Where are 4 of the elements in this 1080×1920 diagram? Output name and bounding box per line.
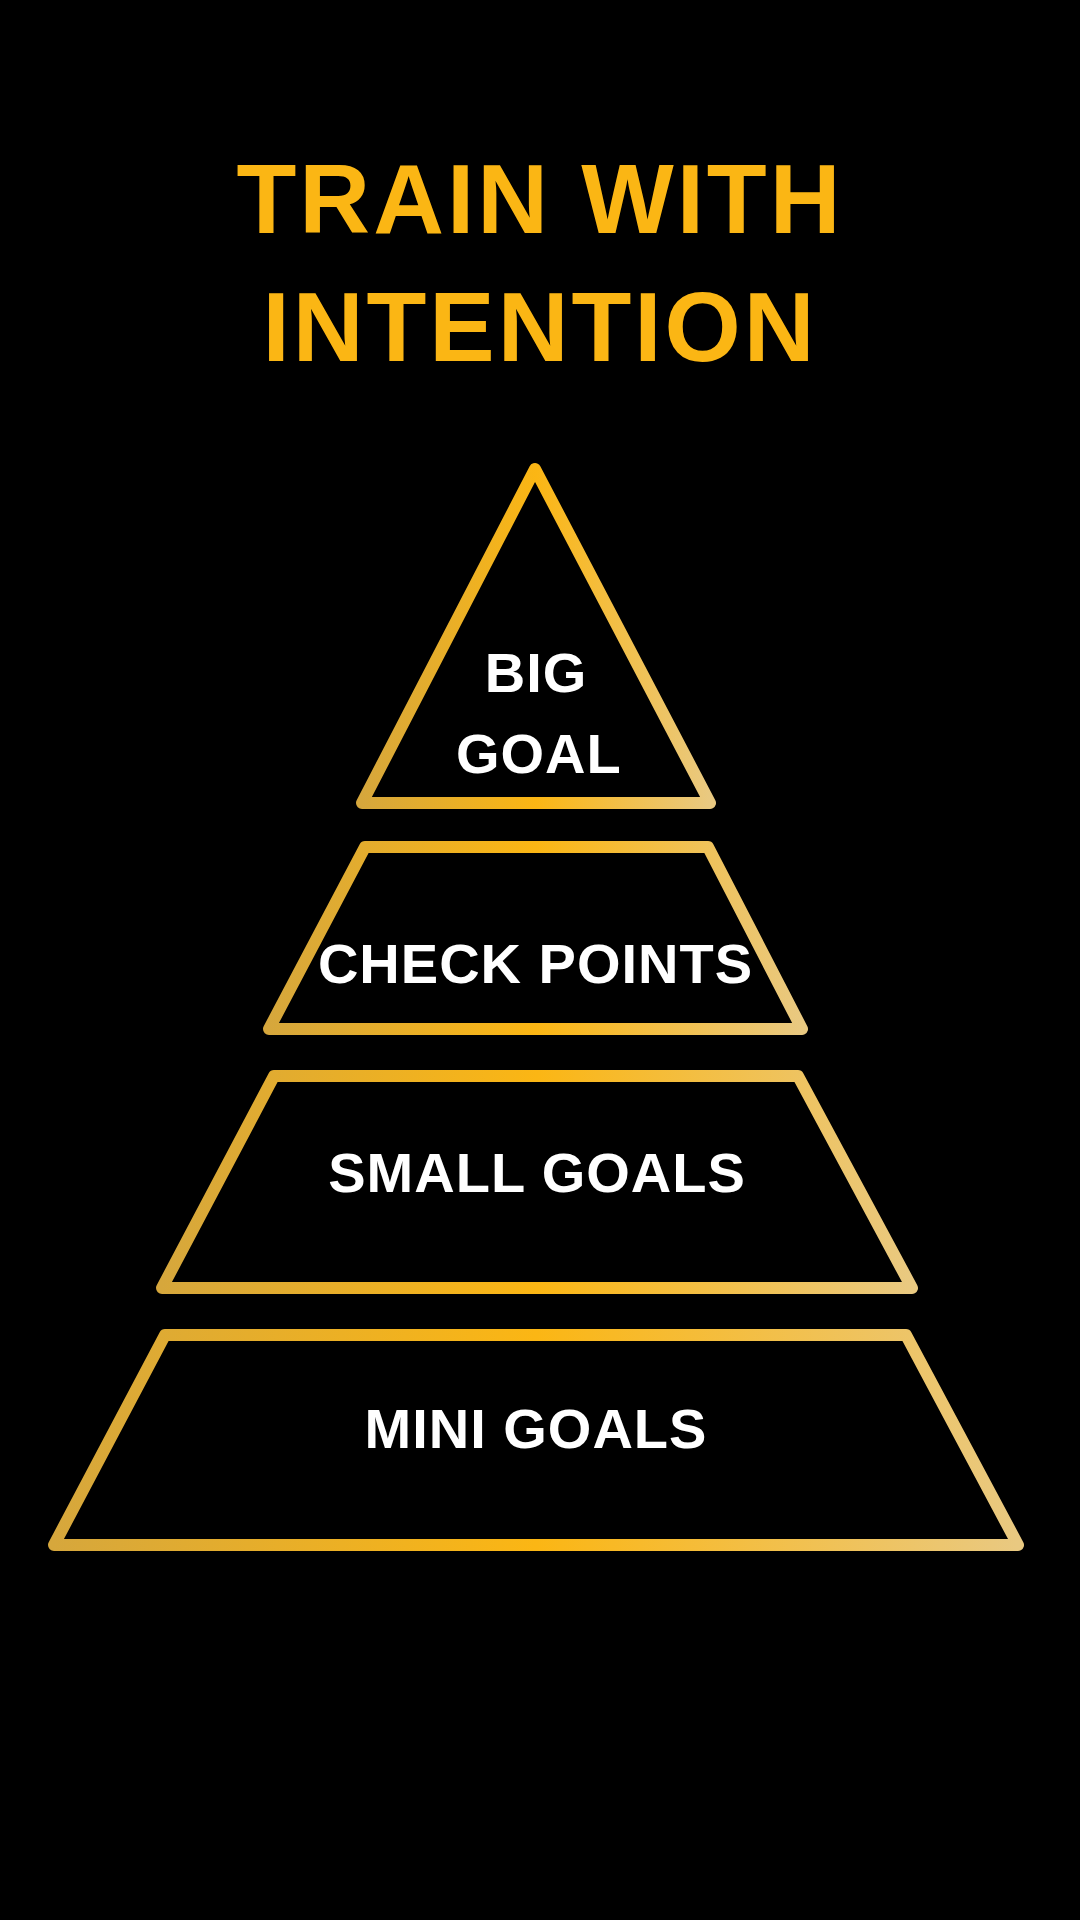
tier-label: CHECK POINTS bbox=[316, 931, 755, 998]
tier-label: MINI GOALS bbox=[363, 1396, 709, 1463]
tier-label: SMALL GOALS bbox=[327, 1140, 747, 1207]
title: TRAIN WITH INTENTION bbox=[235, 143, 845, 384]
